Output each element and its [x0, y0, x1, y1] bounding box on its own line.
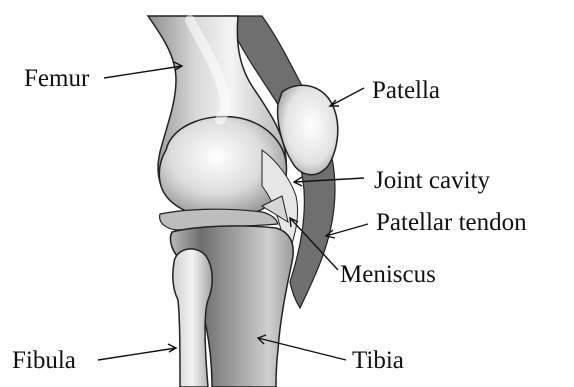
- label-femur: Femur: [24, 65, 90, 92]
- label-meniscus: Meniscus: [340, 261, 436, 288]
- arrow-patellar-tendon: [326, 224, 368, 238]
- label-patellar-tendon: Patellar tendon: [376, 209, 527, 236]
- label-fibula: Fibula: [12, 347, 76, 374]
- label-patella: Patella: [372, 77, 440, 104]
- arrow-femur: [104, 62, 182, 78]
- arrow-patella: [330, 88, 364, 106]
- label-joint-cavity: Joint cavity: [374, 167, 490, 194]
- label-tibia: Tibia: [352, 347, 404, 374]
- arrow-fibula: [98, 344, 176, 360]
